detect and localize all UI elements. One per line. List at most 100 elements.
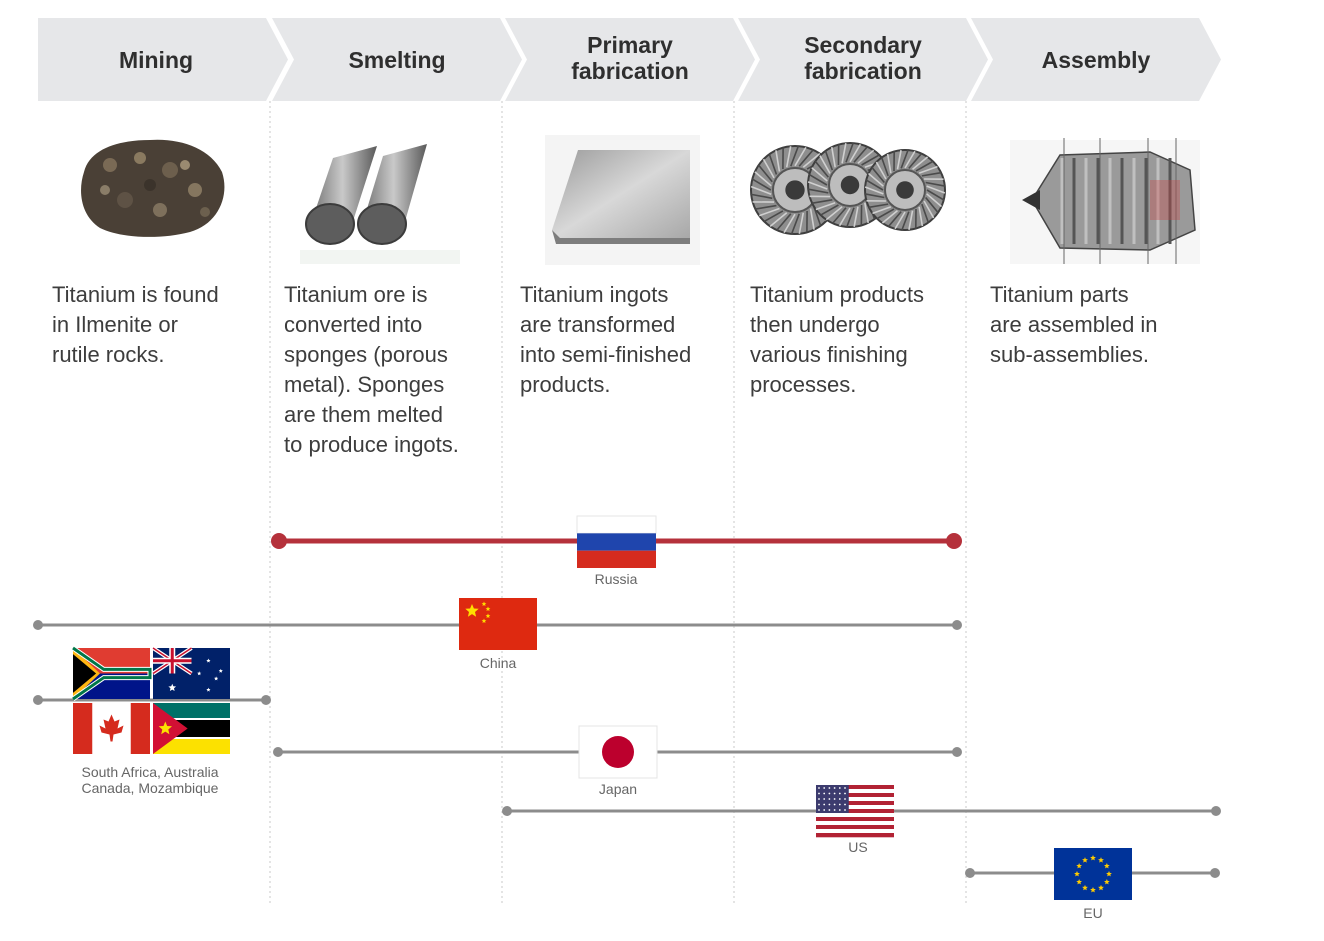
- span-start-dot: [33, 620, 43, 630]
- chevron-shape: [272, 18, 522, 101]
- turbine-disks-icon: [750, 142, 946, 235]
- stage-description-smelting: Titanium ore is converted into sponges (po…: [284, 280, 459, 460]
- country-row-russia: Russia: [271, 515, 962, 587]
- description-line: Titanium ingots: [520, 282, 669, 307]
- stage-title: Mining: [119, 47, 193, 73]
- chevron-shape: [971, 18, 1221, 101]
- eu-flag: [1054, 848, 1132, 900]
- turbine-disk: [864, 149, 946, 231]
- stage-header-mining: Mining: [38, 18, 288, 101]
- description-line: various finishing: [750, 342, 908, 367]
- span-end-dot: [261, 695, 271, 705]
- description-line: Titanium ore is: [284, 282, 428, 307]
- span-end-dot: [946, 533, 962, 549]
- span-start-dot: [965, 868, 975, 878]
- span-start-dot: [271, 533, 287, 549]
- span-start-dot: [273, 747, 283, 757]
- description-line: Titanium is found: [52, 282, 219, 307]
- stage-header-smelting: Smelting: [272, 18, 522, 101]
- rock-speck: [180, 160, 190, 170]
- country-label: Canada, Mozambique: [82, 780, 219, 796]
- jet-engine-icon: [1010, 138, 1200, 264]
- metal-plate-icon: [545, 135, 700, 265]
- ingot-end: [305, 203, 355, 245]
- span-start-dot: [502, 806, 512, 816]
- description-line: to produce ingots.: [284, 432, 459, 457]
- stage-header-assembly: Assembly: [971, 18, 1221, 101]
- description-line: rutile rocks.: [52, 342, 165, 367]
- country-flags-group: [71, 645, 230, 754]
- stage-images: [81, 135, 1200, 265]
- japan-flag: [578, 725, 658, 779]
- plate-edge: [552, 230, 690, 244]
- description-line: Titanium products: [750, 282, 925, 307]
- span-end-dot: [952, 620, 962, 630]
- span-end-dot: [1211, 806, 1221, 816]
- country-row-china: China: [33, 598, 962, 671]
- chevron-shape: [505, 18, 755, 101]
- rock-speck: [134, 152, 146, 164]
- country-label: Russia: [595, 571, 638, 587]
- rock-speck: [200, 207, 210, 217]
- stage-title: fabrication: [571, 58, 689, 84]
- rock-speck: [117, 192, 133, 208]
- rock-speck: [100, 185, 110, 195]
- stage-title: fabrication: [804, 58, 922, 84]
- stage-description-primary: Titanium ingots are transformed into semi-…: [520, 280, 691, 400]
- engine-combustor: [1150, 180, 1180, 220]
- country-row-eu: EU: [965, 848, 1220, 921]
- description-line: converted into: [284, 312, 423, 337]
- us-flag: [816, 785, 894, 838]
- span-end-dot: [952, 747, 962, 757]
- country-label: China: [480, 655, 517, 671]
- span-start-dot: [33, 695, 43, 705]
- description-line: processes.: [750, 372, 857, 397]
- rock-speck: [162, 162, 178, 178]
- stage-title: Smelting: [348, 47, 445, 73]
- rock-speck: [153, 203, 167, 217]
- description-line: are them melted: [284, 402, 443, 427]
- ingot-shadow: [300, 250, 460, 264]
- stage-title: Primary: [587, 32, 673, 58]
- country-label: South Africa, Australia: [82, 764, 219, 780]
- description-line: sub-assemblies.: [990, 342, 1149, 367]
- metal-plate: [552, 150, 690, 238]
- ingot-end: [357, 203, 407, 245]
- description-line: then undergo: [750, 312, 880, 337]
- china-flag: [459, 598, 537, 650]
- rock-speck: [188, 183, 202, 197]
- description-line: are transformed: [520, 312, 676, 337]
- engine-cone: [1022, 190, 1040, 210]
- description-line: in Ilmenite or: [52, 312, 178, 337]
- stage-description-mining: Titanium is found in Ilmenite or rutile ro…: [52, 280, 219, 370]
- russia-flag: [576, 515, 657, 568]
- stage-description-assembly: Titanium parts are assembled in sub-assemb…: [990, 280, 1158, 370]
- description-line: are assembled in: [990, 312, 1158, 337]
- description-line: metal). Sponges: [284, 372, 445, 397]
- stage-title: Secondary: [804, 32, 922, 58]
- span-end-dot: [1210, 868, 1220, 878]
- country-label: EU: [1083, 905, 1102, 921]
- country-row-japan: Japan: [273, 725, 962, 797]
- description-line: Titanium parts: [990, 282, 1129, 307]
- description-line: into semi-finished: [520, 342, 692, 367]
- chevron-shape: [738, 18, 988, 101]
- titanium-ingots-icon: [300, 144, 460, 264]
- stage-description-secondary: Titanium products then undergo various fin…: [750, 280, 924, 400]
- stage-title: Assembly: [1042, 47, 1151, 73]
- country-label: US: [848, 839, 867, 855]
- stage-dividers: [269, 101, 967, 905]
- rock-speck: [144, 179, 156, 191]
- ore-rock-icon: [81, 139, 225, 237]
- rock-speck: [103, 158, 117, 172]
- description-line: sponges (porous: [284, 342, 448, 367]
- chevron-shape: [38, 18, 288, 101]
- description-line: products.: [520, 372, 611, 397]
